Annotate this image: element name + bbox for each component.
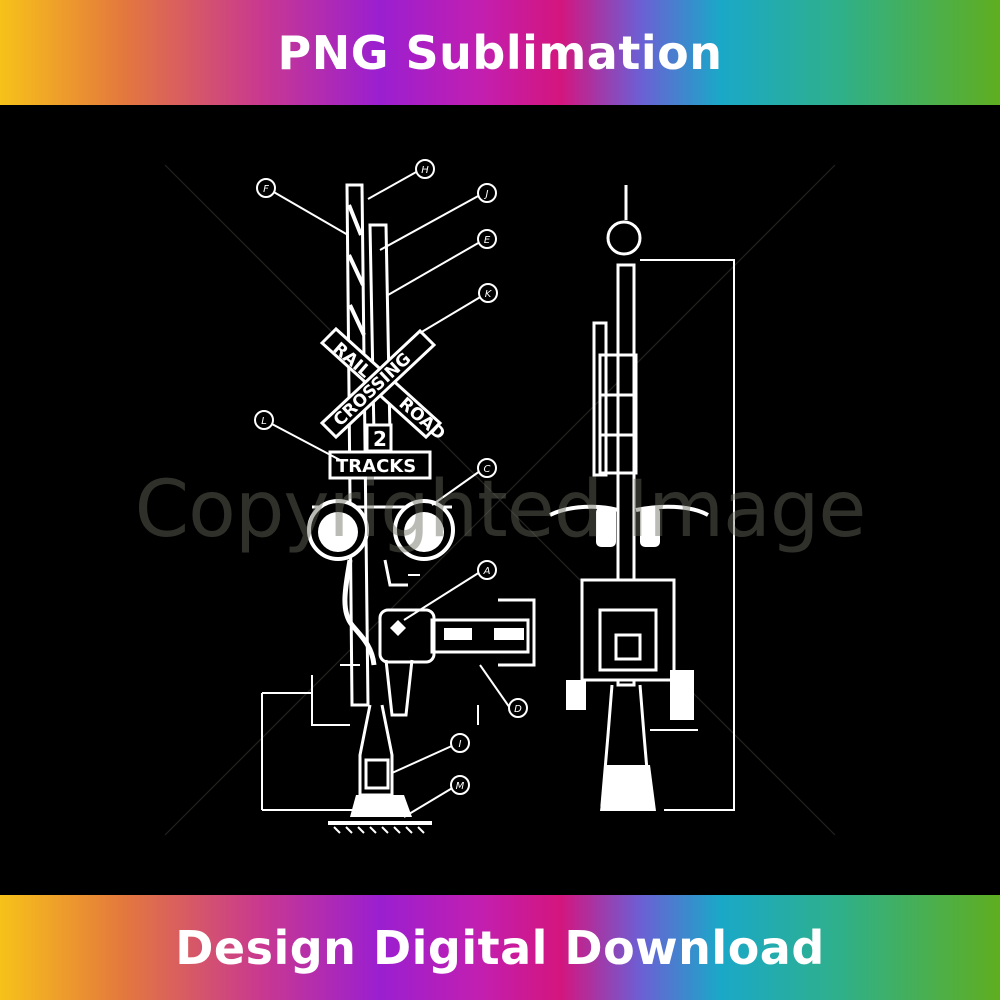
callout-l: L [261,416,267,427]
callout-h: H [421,165,429,176]
bottom-banner: Design Digital Download [0,895,1000,1000]
banner-footer: Design Digital Download [175,921,825,975]
banner-title: PNG Sublimation [278,26,723,80]
callout-f: F [263,184,269,195]
callout-e: E [484,235,491,246]
callout-i: I [459,739,462,750]
callout-m: M [456,781,465,792]
artwork-canvas: RAIL ROAD CROSSING 2 TRACKS [0,105,1000,895]
watermark-text: Copyrighted Image [0,465,1000,555]
sign-word-road: ROAD [395,394,449,445]
tracks-number: 2 [373,427,387,451]
callout-d: D [514,704,522,715]
top-banner: PNG Sublimation [0,0,1000,105]
callout-a: A [483,566,491,577]
